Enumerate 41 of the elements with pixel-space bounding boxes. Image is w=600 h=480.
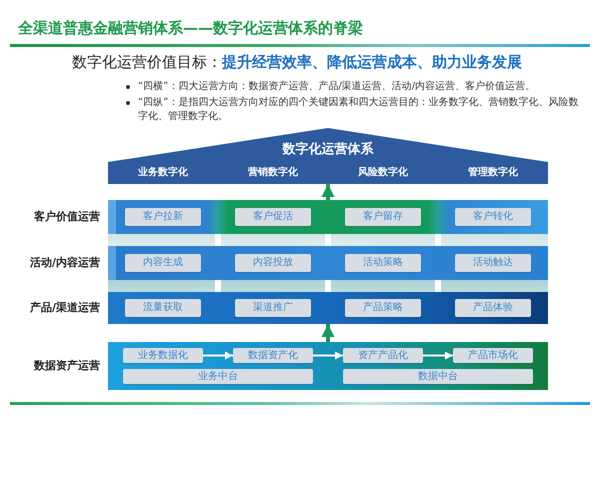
- item-tile: 客户转化: [455, 208, 531, 226]
- step-tile: 产品市场化: [453, 348, 533, 363]
- platform-tile: 数据中台: [343, 369, 533, 384]
- item-tile: 客户拉新: [125, 208, 201, 226]
- step-tile: 资产产品化: [343, 348, 423, 363]
- item-tile: 活动策略: [345, 254, 421, 272]
- step-tile: 数据资产化: [233, 348, 313, 363]
- item-tile: 内容生成: [125, 254, 201, 272]
- arrow: [322, 184, 334, 200]
- roof-shape: [108, 128, 548, 184]
- platform-tile: 业务中台: [123, 369, 313, 384]
- bullet-text: “四横”：四大运营方向：数据资产运营、产品/渠道运营、活动/内容运营、客户价值运营。: [138, 80, 536, 94]
- item-tile: 产品策略: [345, 299, 421, 317]
- item-tile: 产品体验: [455, 299, 531, 317]
- row-label: 产品/渠道运营: [30, 301, 100, 315]
- column-heading: 管理数字化: [468, 166, 518, 180]
- item-tile: 渠道推广: [235, 299, 311, 317]
- roof-title: 数字化运营体系: [282, 142, 374, 158]
- item-tile: 内容投放: [235, 254, 311, 272]
- row-label: 客户价值运营: [34, 210, 100, 224]
- item-tile: 客户留存: [345, 208, 421, 226]
- item-tile: 流量获取: [125, 299, 201, 317]
- step-tile: 业务数据化: [123, 348, 203, 363]
- column-heading: 营销数字化: [248, 166, 298, 180]
- arrow: [423, 352, 453, 360]
- column-heading: 业务数字化: [138, 166, 188, 180]
- row-band: [108, 200, 548, 234]
- row-label: 活动/内容运营: [30, 256, 100, 270]
- item-tile: 活动触达: [455, 254, 531, 272]
- row-label: 数据资产运营: [34, 359, 100, 373]
- arrow: [203, 352, 233, 360]
- row-band: [108, 342, 548, 390]
- arrow: [322, 324, 334, 342]
- subtitle: 数字化运营价值目标：提升经营效率、降低运营成本、助力业务发展: [72, 52, 522, 72]
- item-tile: 客户促活: [235, 208, 311, 226]
- bullet-text: “四纵”：是指四大运营方向对应的四个关键因素和四大运营目的：业务数字化、营销数字化、风险数字化、管理数字化。: [138, 96, 580, 124]
- column-heading: 风险数字化: [358, 166, 408, 180]
- row-band: [108, 246, 548, 280]
- arrow: [313, 352, 343, 360]
- page-title: 全渠道普惠金融营销体系——数字化运营体系的脊梁: [18, 18, 363, 38]
- row-band: [108, 292, 548, 324]
